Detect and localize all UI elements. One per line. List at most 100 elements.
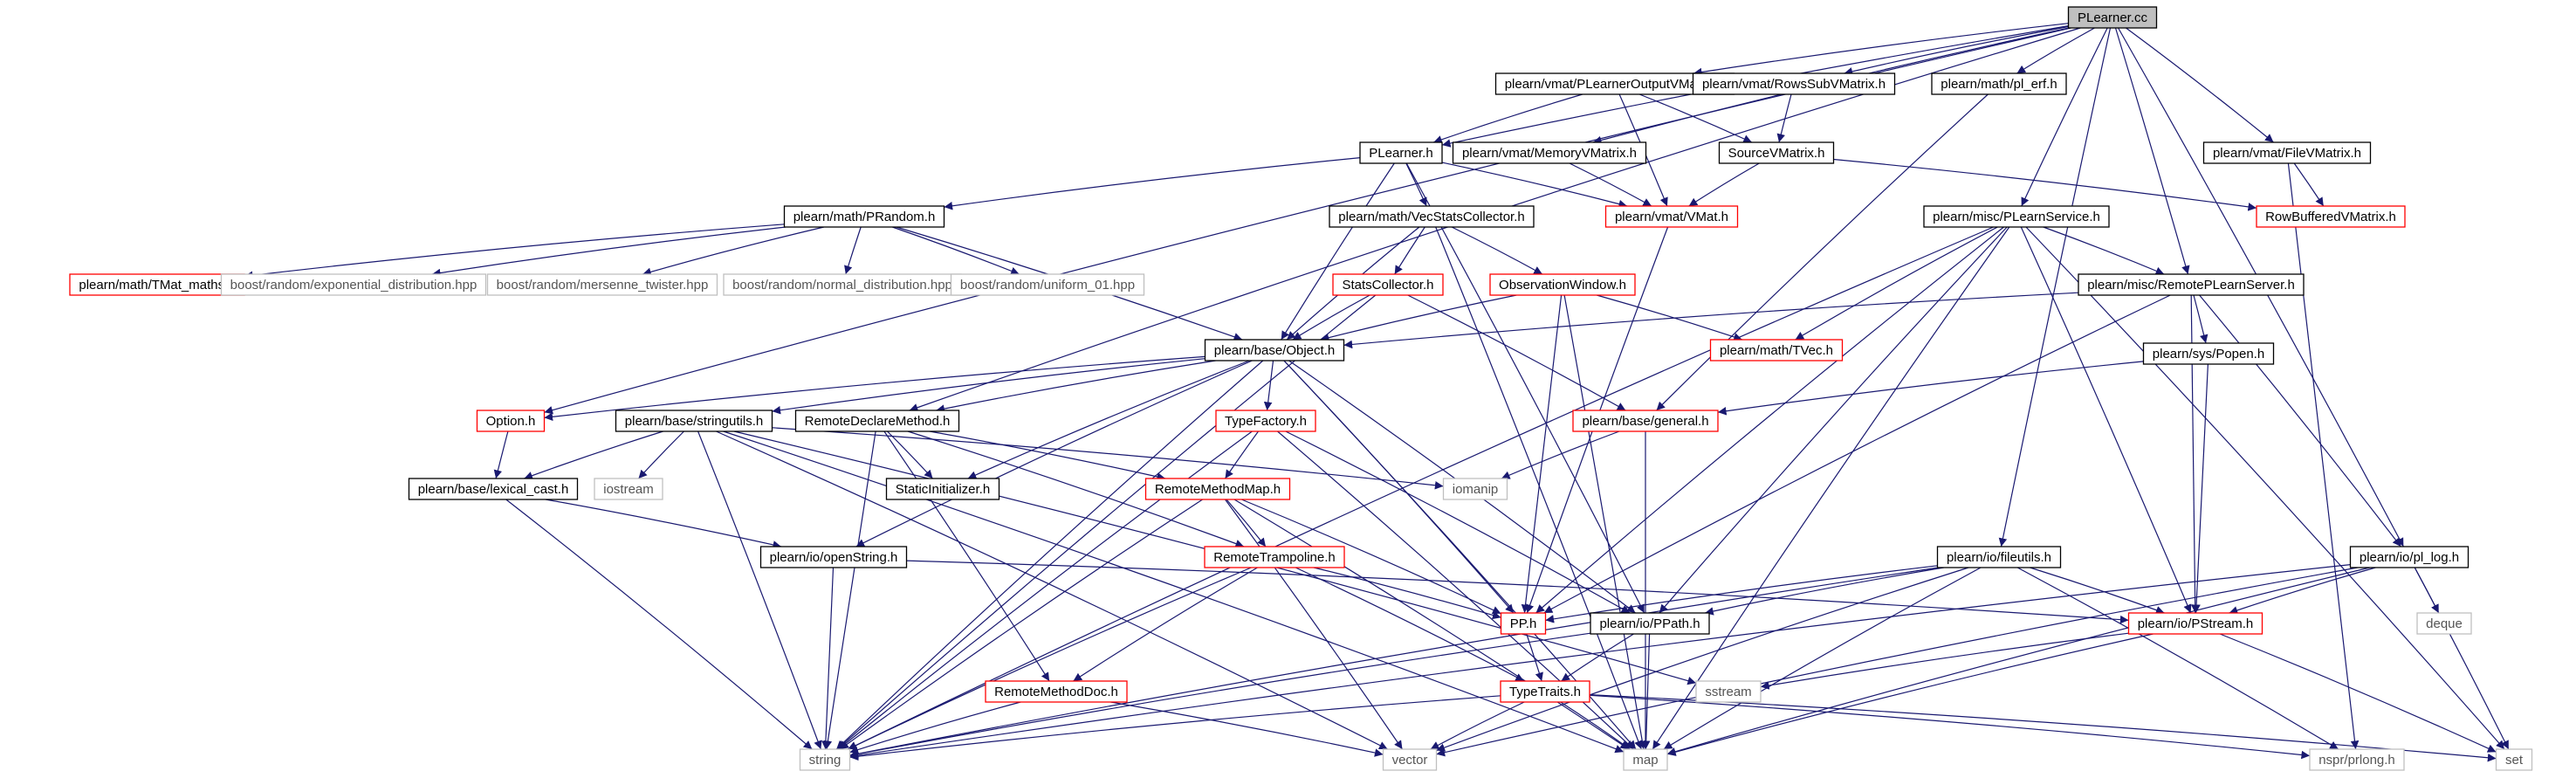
edge-remotemethodmap-to-vector (1225, 499, 1403, 750)
node-label: plearn/misc/RemotePLearnServer.h (2087, 278, 2295, 293)
node-typefactory[interactable]: TypeFactory.h (1215, 410, 1316, 432)
node-layer: PLearner.ccplearn/vmat/PLearnerOutputVMa… (69, 6, 2533, 771)
node-remotedeclaremethod[interactable]: RemoteDeclareMethod.h (794, 410, 960, 432)
node-mersenne[interactable]: boost/random/mersenne_twister.hpp (486, 273, 718, 296)
node-pstream[interactable]: plearn/io/PStream.h (2127, 612, 2263, 635)
node-box (1695, 680, 1762, 703)
node-observationwindow[interactable]: ObservationWindow.h (1489, 273, 1636, 296)
edge-stringutils-to-map (723, 430, 1625, 754)
node-deque[interactable]: deque (2416, 612, 2472, 635)
edge-typetraits-to-map (1560, 701, 1631, 750)
node-stringutils[interactable]: plearn/base/stringutils.h (615, 410, 773, 432)
node-fileutils[interactable]: plearn/io/fileutils.h (1936, 546, 2062, 568)
node-object[interactable]: plearn/base/Object.h (1204, 339, 1345, 361)
node-typetraits[interactable]: TypeTraits.h (1500, 680, 1590, 703)
edge-remotemethodmap-to-remotetrampoline (1226, 499, 1267, 547)
node-uniform01[interactable]: boost/random/uniform_01.hpp (950, 273, 1145, 296)
node-ppath[interactable]: plearn/io/PPath.h (1590, 612, 1710, 635)
node-label: nspr/prlong.h (2318, 753, 2395, 768)
node-remotetrampoline[interactable]: RemoteTrampoline.h (1204, 546, 1345, 568)
node-openstring[interactable]: plearn/io/openString.h (759, 546, 908, 568)
node-vmat[interactable]: plearn/vmat/VMat.h (1604, 205, 1739, 228)
node-box (799, 748, 851, 771)
node-sourcevmatrix[interactable]: SourceVMatrix.h (1718, 141, 1835, 164)
node-pl_log[interactable]: plearn/io/pl_log.h (2349, 546, 2470, 568)
node-filevmatrix[interactable]: plearn/vmat/FileVMatrix.h (2202, 141, 2372, 164)
node-set[interactable]: set (2495, 748, 2533, 771)
node-iostream[interactable]: iostream (594, 478, 663, 500)
node-label: SourceVMatrix.h (1728, 146, 1825, 161)
edge-root-to-rowssubvmatrix (1844, 25, 2069, 76)
node-box (408, 478, 579, 500)
edge-typetraits-to-vector (1430, 701, 1525, 750)
node-sstream[interactable]: sstream (1695, 680, 1762, 703)
node-label: ObservationWindow.h (1499, 278, 1626, 293)
edge-plearnservice-to-set (2025, 226, 2505, 750)
edge-pl_log-to-set (2414, 567, 2510, 750)
node-iomanip[interactable]: iomanip (1442, 478, 1508, 500)
node-general[interactable]: plearn/base/general.h (1572, 410, 1719, 432)
node-box (1452, 141, 1647, 164)
edge-fileutils-to-pstream (2030, 567, 2165, 615)
node-label: plearn/math/VecStatsCollector.h (1338, 210, 1524, 224)
node-box (1923, 205, 2110, 228)
node-label: RemoteTrampoline.h (1213, 550, 1336, 565)
edge-remotedeclaremethod-to-remotetrampoline (907, 430, 1245, 548)
node-plearner_h[interactable]: PLearner.h (1359, 141, 1443, 164)
node-pl_erf[interactable]: plearn/math/pl_erf.h (1931, 72, 2067, 95)
node-box (1709, 339, 1844, 361)
node-nspr_prlong[interactable]: nspr/prlong.h (2309, 748, 2405, 771)
node-label: plearn/io/openString.h (770, 550, 898, 565)
node-box (1144, 478, 1291, 500)
node-remotemethodmap[interactable]: RemoteMethodMap.h (1144, 478, 1291, 500)
node-exp_dist[interactable]: boost/random/exponential_distribution.hp… (220, 273, 487, 296)
edge-pstream-to-map (1666, 633, 2154, 756)
node-rowbufferedvmatrix[interactable]: RowBufferedVMatrix.h (2256, 205, 2406, 228)
node-plearnservice[interactable]: plearn/misc/PLearnService.h (1923, 205, 2110, 228)
node-tmat_maths[interactable]: plearn/math/TMat_maths.h (69, 273, 245, 296)
node-label: RowBufferedVMatrix.h (2265, 210, 2396, 224)
node-lexical_cast[interactable]: plearn/base/lexical_cast.h (408, 478, 579, 500)
node-label: plearn/sys/Popen.h (2153, 347, 2264, 361)
edge-ppath-to-string (849, 632, 1591, 759)
node-box (2416, 612, 2472, 635)
node-vecstatscollector[interactable]: plearn/math/VecStatsCollector.h (1329, 205, 1535, 228)
node-remoteplearnserver[interactable]: plearn/misc/RemotePLearnServer.h (2078, 273, 2305, 296)
edge-statscollector-to-general (1407, 294, 1626, 411)
node-label: plearn/base/general.h (1582, 414, 1708, 429)
edge-openstring-to-pstream (906, 560, 2129, 624)
node-pp[interactable]: PP.h (1500, 612, 1547, 635)
node-box (69, 273, 245, 296)
node-label: string (809, 753, 841, 768)
node-label: plearn/io/PPath.h (1599, 616, 1700, 631)
node-label: plearn/math/pl_erf.h (1941, 77, 2057, 92)
edge-pp-to-typetraits (1526, 633, 1543, 682)
node-box (985, 680, 1128, 703)
node-prandom[interactable]: plearn/math/PRandom.h (783, 205, 945, 228)
node-tvec[interactable]: plearn/math/TVec.h (1709, 339, 1844, 361)
edge-fileutils-to-map (1663, 567, 1982, 750)
node-normal_dist[interactable]: boost/random/normal_distribution.hpp (723, 273, 962, 296)
node-label: plearn/io/pl_log.h (2360, 550, 2459, 565)
node-memoryvmatrix[interactable]: plearn/vmat/MemoryVMatrix.h (1452, 141, 1647, 164)
node-rowssubvmatrix[interactable]: plearn/vmat/RowsSubVMatrix.h (1692, 72, 1896, 95)
node-staticinitializer[interactable]: StaticInitializer.h (885, 478, 1000, 500)
edge-popen-to-general (1717, 361, 2144, 416)
node-root[interactable]: PLearner.cc (2067, 6, 2158, 29)
node-box (794, 410, 960, 432)
node-label: Option.h (486, 414, 536, 429)
node-box (1204, 339, 1345, 361)
node-vector[interactable]: vector (1382, 748, 1438, 771)
node-statscollector[interactable]: StatsCollector.h (1332, 273, 1444, 296)
node-map[interactable]: map (1623, 748, 1668, 771)
edge-pstream-to-set (2219, 633, 2497, 753)
edge-remoteplearnserver-to-pl_log (2199, 294, 2401, 547)
edge-remotemethoddoc-to-vector (1110, 701, 1384, 757)
node-option[interactable]: Option.h (476, 410, 546, 432)
node-label: TypeFactory.h (1225, 414, 1307, 429)
node-box (2256, 205, 2406, 228)
node-remotemethoddoc[interactable]: RemoteMethodDoc.h (985, 680, 1128, 703)
node-popen[interactable]: plearn/sys/Popen.h (2142, 342, 2275, 365)
node-label: boost/random/mersenne_twister.hpp (497, 278, 709, 293)
node-string[interactable]: string (799, 748, 851, 771)
